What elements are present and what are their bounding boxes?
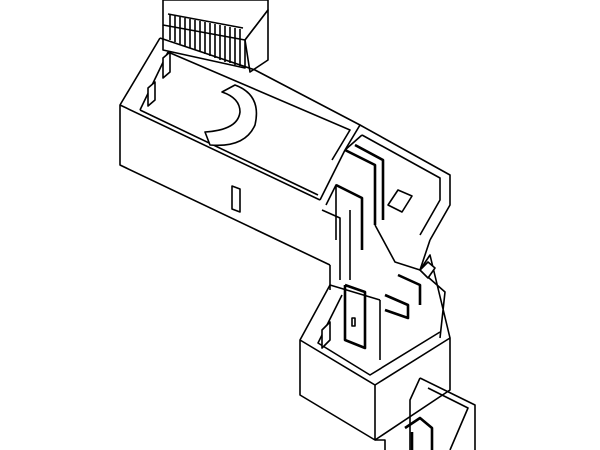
bathroom xyxy=(299,254,451,441)
window-left-wall xyxy=(147,81,156,107)
door-handle xyxy=(351,317,356,327)
balcony-block xyxy=(162,0,269,73)
window-back-wall xyxy=(162,51,171,79)
window-bathroom xyxy=(321,321,331,349)
bedroom xyxy=(321,124,451,290)
balcony-railing xyxy=(167,13,244,66)
lower-room xyxy=(375,377,476,450)
skylight xyxy=(387,189,413,213)
skylight-small xyxy=(419,261,436,279)
curved-desk xyxy=(204,84,258,147)
living-room xyxy=(119,37,361,266)
window-front-wall xyxy=(231,185,241,213)
